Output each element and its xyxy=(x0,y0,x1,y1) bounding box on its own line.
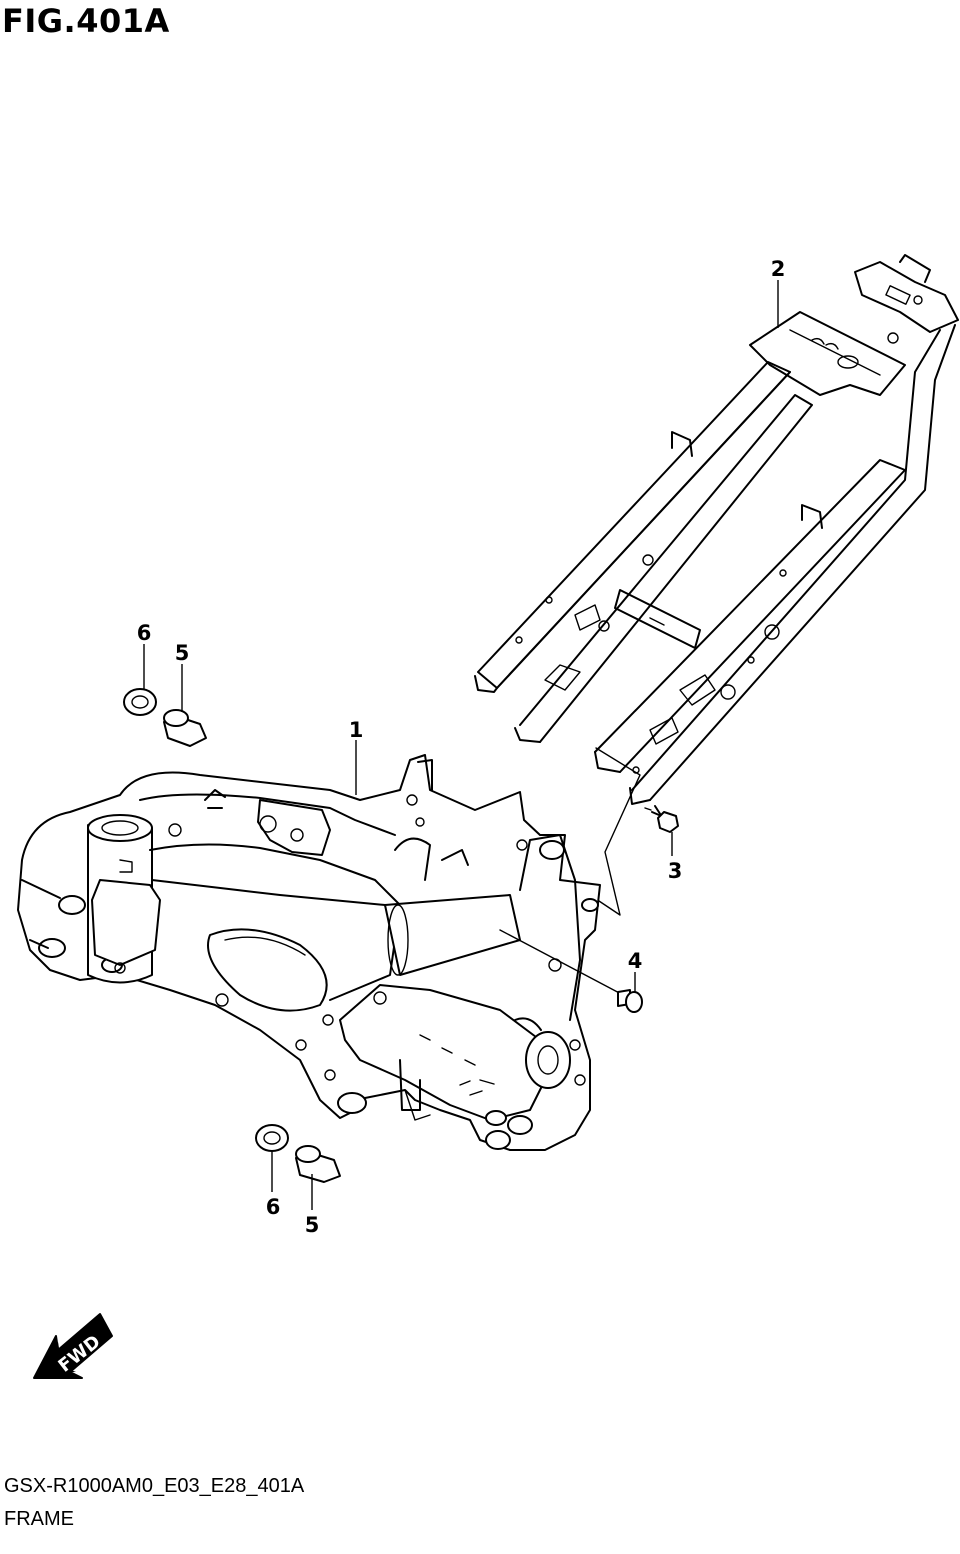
callout-6-upper: 6 xyxy=(137,621,152,645)
washer-upper-part xyxy=(123,688,157,716)
main-frame-drawing xyxy=(17,754,601,1151)
projection-lines xyxy=(589,747,641,916)
figure-title: FIG.401A xyxy=(2,2,170,40)
seat-rail-drawing xyxy=(474,254,959,805)
washer-lower-part xyxy=(255,1124,289,1152)
callout-4: 4 xyxy=(628,949,643,973)
section-name: FRAME xyxy=(4,1508,74,1530)
callout-3: 3 xyxy=(668,859,683,883)
callout-5-upper: 5 xyxy=(175,641,190,665)
pin-part-4 xyxy=(499,929,643,1013)
callout-1: 1 xyxy=(349,718,364,742)
callout-5-lower: 5 xyxy=(305,1213,320,1237)
spacer-lower-part xyxy=(295,1145,341,1183)
fwd-arrow-icon: FWD xyxy=(33,1313,113,1379)
spacer-upper-part xyxy=(163,709,207,747)
bolt-part-3 xyxy=(644,805,679,833)
drawing-code: GSX-R1000AM0_E03_E28_401A xyxy=(4,1475,305,1497)
callout-6-lower: 6 xyxy=(266,1195,281,1219)
callout-2: 2 xyxy=(771,257,786,281)
